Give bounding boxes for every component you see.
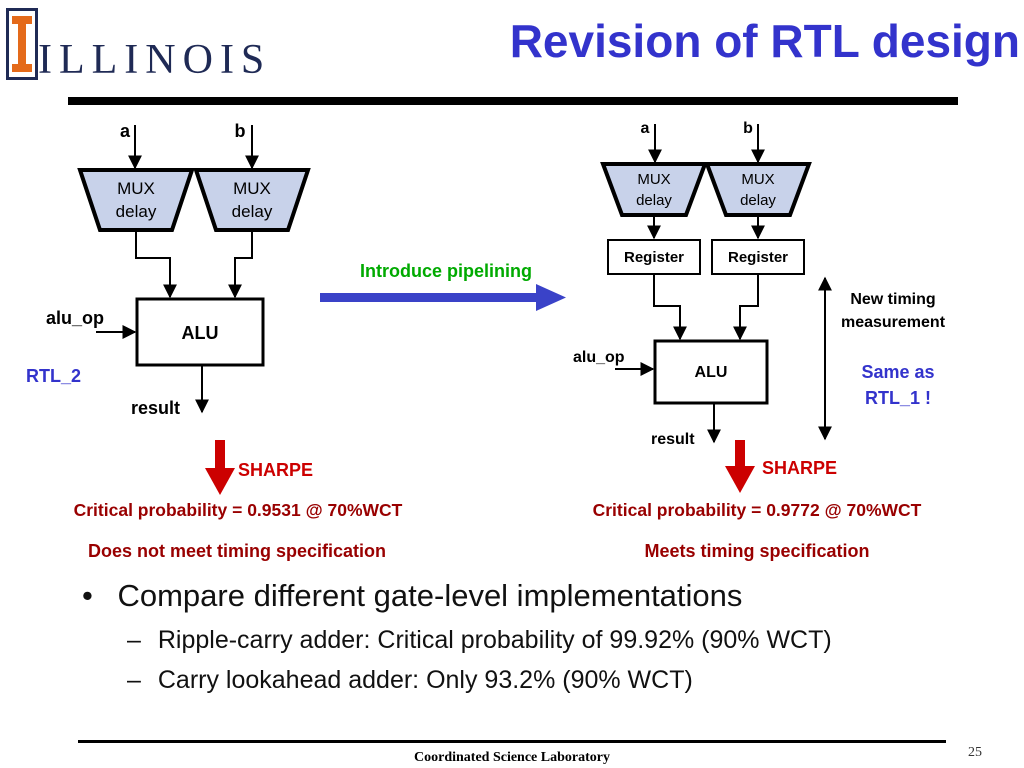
left-mux-b (193, 168, 311, 232)
same-as-line1: Same as (861, 362, 934, 382)
left-mux-a (77, 168, 195, 232)
right-mux-b (704, 162, 812, 217)
logo-block-i (6, 8, 38, 80)
timing-note-line2: measurement (841, 314, 946, 331)
slide-title: Revision of RTL design (509, 15, 1020, 67)
footer-lab: Coordinated Science Laboratory (414, 750, 610, 765)
right-mux-b-line2: delay (740, 192, 776, 209)
left-mux-a-line2: delay (116, 202, 157, 221)
sub-bullet-marker: – (127, 666, 141, 694)
right-alu-label: ALU (695, 364, 728, 381)
left-result: result (131, 398, 180, 418)
logo-wordmark: ILLINOIS (38, 37, 272, 83)
left-rtl-label: RTL_2 (26, 366, 81, 386)
left-mux-b-line1: MUX (233, 179, 271, 198)
same-as-line2: RTL_1 ! (865, 388, 931, 408)
left-alu (135, 297, 265, 367)
bullet-list: • Compare different gate-level implement… (82, 578, 832, 695)
right-mux-a (600, 162, 708, 217)
right-sharpe-arrow (725, 440, 755, 493)
right-input-a: a (641, 120, 650, 137)
right-verdict: Meets timing specification (644, 541, 869, 561)
left-sharpe-label: SHARPE (238, 460, 313, 480)
right-mux-a-line2: delay (636, 192, 672, 209)
right-design: a b MUX delay MUX delay Register Registe… (573, 120, 946, 561)
right-mux-a-line1: MUX (637, 171, 670, 188)
left-mux-b-line2: delay (232, 202, 273, 221)
pipelining-transition: Introduce pipelining (320, 261, 566, 311)
right-alu (653, 339, 769, 405)
title-rule (68, 97, 958, 105)
left-input-b: b (235, 121, 246, 141)
right-sharpe-label: SHARPE (762, 458, 837, 478)
sub-bullet-marker: – (127, 626, 141, 654)
left-sharpe-arrow (205, 440, 235, 495)
right-register-a (607, 239, 701, 275)
right-register-a-label: Register (624, 249, 684, 266)
timing-note-line1: New timing (850, 291, 935, 308)
transition-label: Introduce pipelining (360, 261, 532, 281)
left-verdict: Does not meet timing specification (88, 541, 386, 561)
bullet-marker: • (82, 578, 93, 613)
right-critical-probability: Critical probability = 0.9772 @ 70%WCT (593, 500, 922, 520)
left-alu-label: ALU (182, 323, 219, 343)
right-mux-b-line1: MUX (741, 171, 774, 188)
left-design: a b MUX delay MUX delay ALU alu_op resul… (26, 121, 403, 561)
right-result: result (651, 431, 695, 448)
right-register-b-label: Register (728, 249, 788, 266)
left-input-a: a (120, 121, 131, 141)
right-input-b: b (743, 120, 753, 137)
bullet-sub-1-text: Ripple-carry adder: Critical probability… (157, 626, 832, 654)
left-critical-probability: Critical probability = 0.9531 @ 70%WCT (74, 500, 403, 520)
bullet-sub-1: – Ripple-carry adder: Critical probabili… (127, 626, 832, 655)
left-mux-a-line1: MUX (117, 179, 155, 198)
bullet-main-text: Compare different gate-level implementat… (117, 578, 743, 613)
right-alu-op: alu_op (573, 349, 625, 366)
bullet-sub-2: – Carry lookahead adder: Only 93.2% (90%… (127, 666, 832, 695)
page-number: 25 (968, 745, 982, 760)
left-alu-op: alu_op (46, 308, 104, 328)
bullet-main: • Compare different gate-level implement… (82, 578, 832, 614)
bullet-sub-2-text: Carry lookahead adder: Only 93.2% (90% W… (157, 666, 693, 694)
footer-rule (78, 740, 946, 743)
